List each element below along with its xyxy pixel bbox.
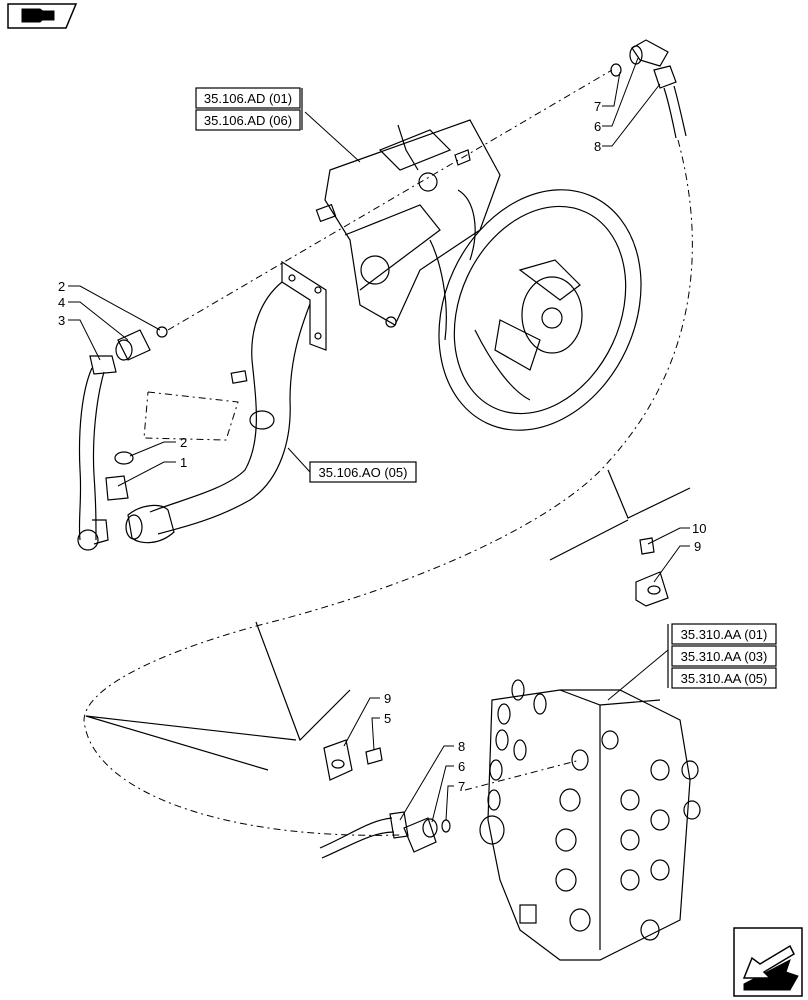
reference-box-suction[interactable]: 35.106.AO (05): [309, 461, 417, 483]
right-bracket: [635, 537, 669, 607]
callout-10: 10: [692, 521, 706, 536]
assembly-view-icon[interactable]: [7, 3, 78, 29]
reference-box-valve[interactable]: 35.310.AA (01) 35.310.AA (03) 35.310.AA …: [667, 623, 777, 689]
hydraulic-pump: [315, 119, 642, 431]
callout-6-top: 6: [594, 119, 601, 134]
next-page-arrow-icon[interactable]: [733, 927, 803, 997]
ref-pump-06[interactable]: 35.106.AD (06): [204, 113, 292, 128]
left-bracket: [323, 739, 383, 781]
callout-9-left: 9: [384, 691, 391, 706]
control-valve: [479, 679, 701, 961]
top-fittings: [610, 39, 687, 139]
callout-8-bottom: 8: [458, 739, 465, 754]
ref-valve-03[interactable]: 35.310.AA (03): [681, 649, 768, 664]
callout-4: 4: [58, 295, 65, 310]
break-marks: [85, 469, 691, 771]
bottom-hose-assembly: [319, 811, 451, 859]
ref-valve-01[interactable]: 35.310.AA (01): [681, 627, 768, 642]
callout-leaders: [68, 57, 690, 823]
callout-3: 3: [58, 313, 65, 328]
dashed-leader-lines: [83, 69, 693, 836]
callout-5: 5: [384, 711, 391, 726]
callout-2-top: 2: [58, 279, 65, 294]
callout-2-mid: 2: [180, 435, 187, 450]
left-hose-assembly: [77, 326, 168, 551]
callout-1: 1: [180, 455, 187, 470]
reference-box-pump[interactable]: 35.106.AD (01) 35.106.AD (06): [195, 87, 303, 131]
callout-7-bottom: 7: [458, 779, 465, 794]
callout-7-top: 7: [594, 99, 601, 114]
callout-6-bottom: 6: [458, 759, 465, 774]
ref-suction-05[interactable]: 35.106.AO (05): [319, 465, 408, 480]
callout-numbers: 7 6 8 2 4 3 2 1 10 9 9 5 8 6 7: [58, 99, 706, 794]
callout-8-top: 8: [594, 139, 601, 154]
ref-pump-01[interactable]: 35.106.AD (01): [204, 91, 292, 106]
suction-hose: [125, 260, 327, 544]
callout-9-right: 9: [694, 539, 701, 554]
ref-valve-05[interactable]: 35.310.AA (05): [681, 671, 768, 686]
